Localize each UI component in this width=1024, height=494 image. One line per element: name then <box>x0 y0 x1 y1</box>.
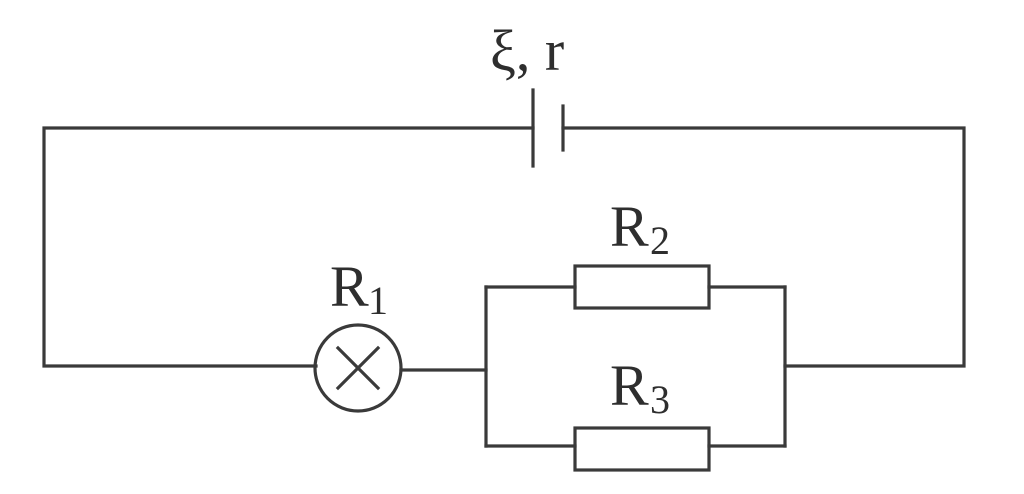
lamp-label: R <box>330 254 369 319</box>
battery-cell <box>531 88 565 168</box>
source-label: ξ, r <box>490 18 564 83</box>
resistor-r3 <box>573 426 711 472</box>
resistor-r2 <box>573 264 711 310</box>
lamp-cross-b <box>335 345 381 391</box>
resistor-r3-label-subscript: 3 <box>650 377 670 422</box>
lamp-r1 <box>313 323 403 413</box>
resistor-r2-label-subscript: 2 <box>650 218 670 263</box>
resistor-r3-label: R <box>610 353 649 418</box>
lamp-circle <box>313 323 403 413</box>
resistor-r2-label: R <box>610 194 649 259</box>
lamp-label-subscript: 1 <box>368 278 388 323</box>
wire-right-loop <box>561 126 966 368</box>
wire-left-loop <box>42 126 535 368</box>
